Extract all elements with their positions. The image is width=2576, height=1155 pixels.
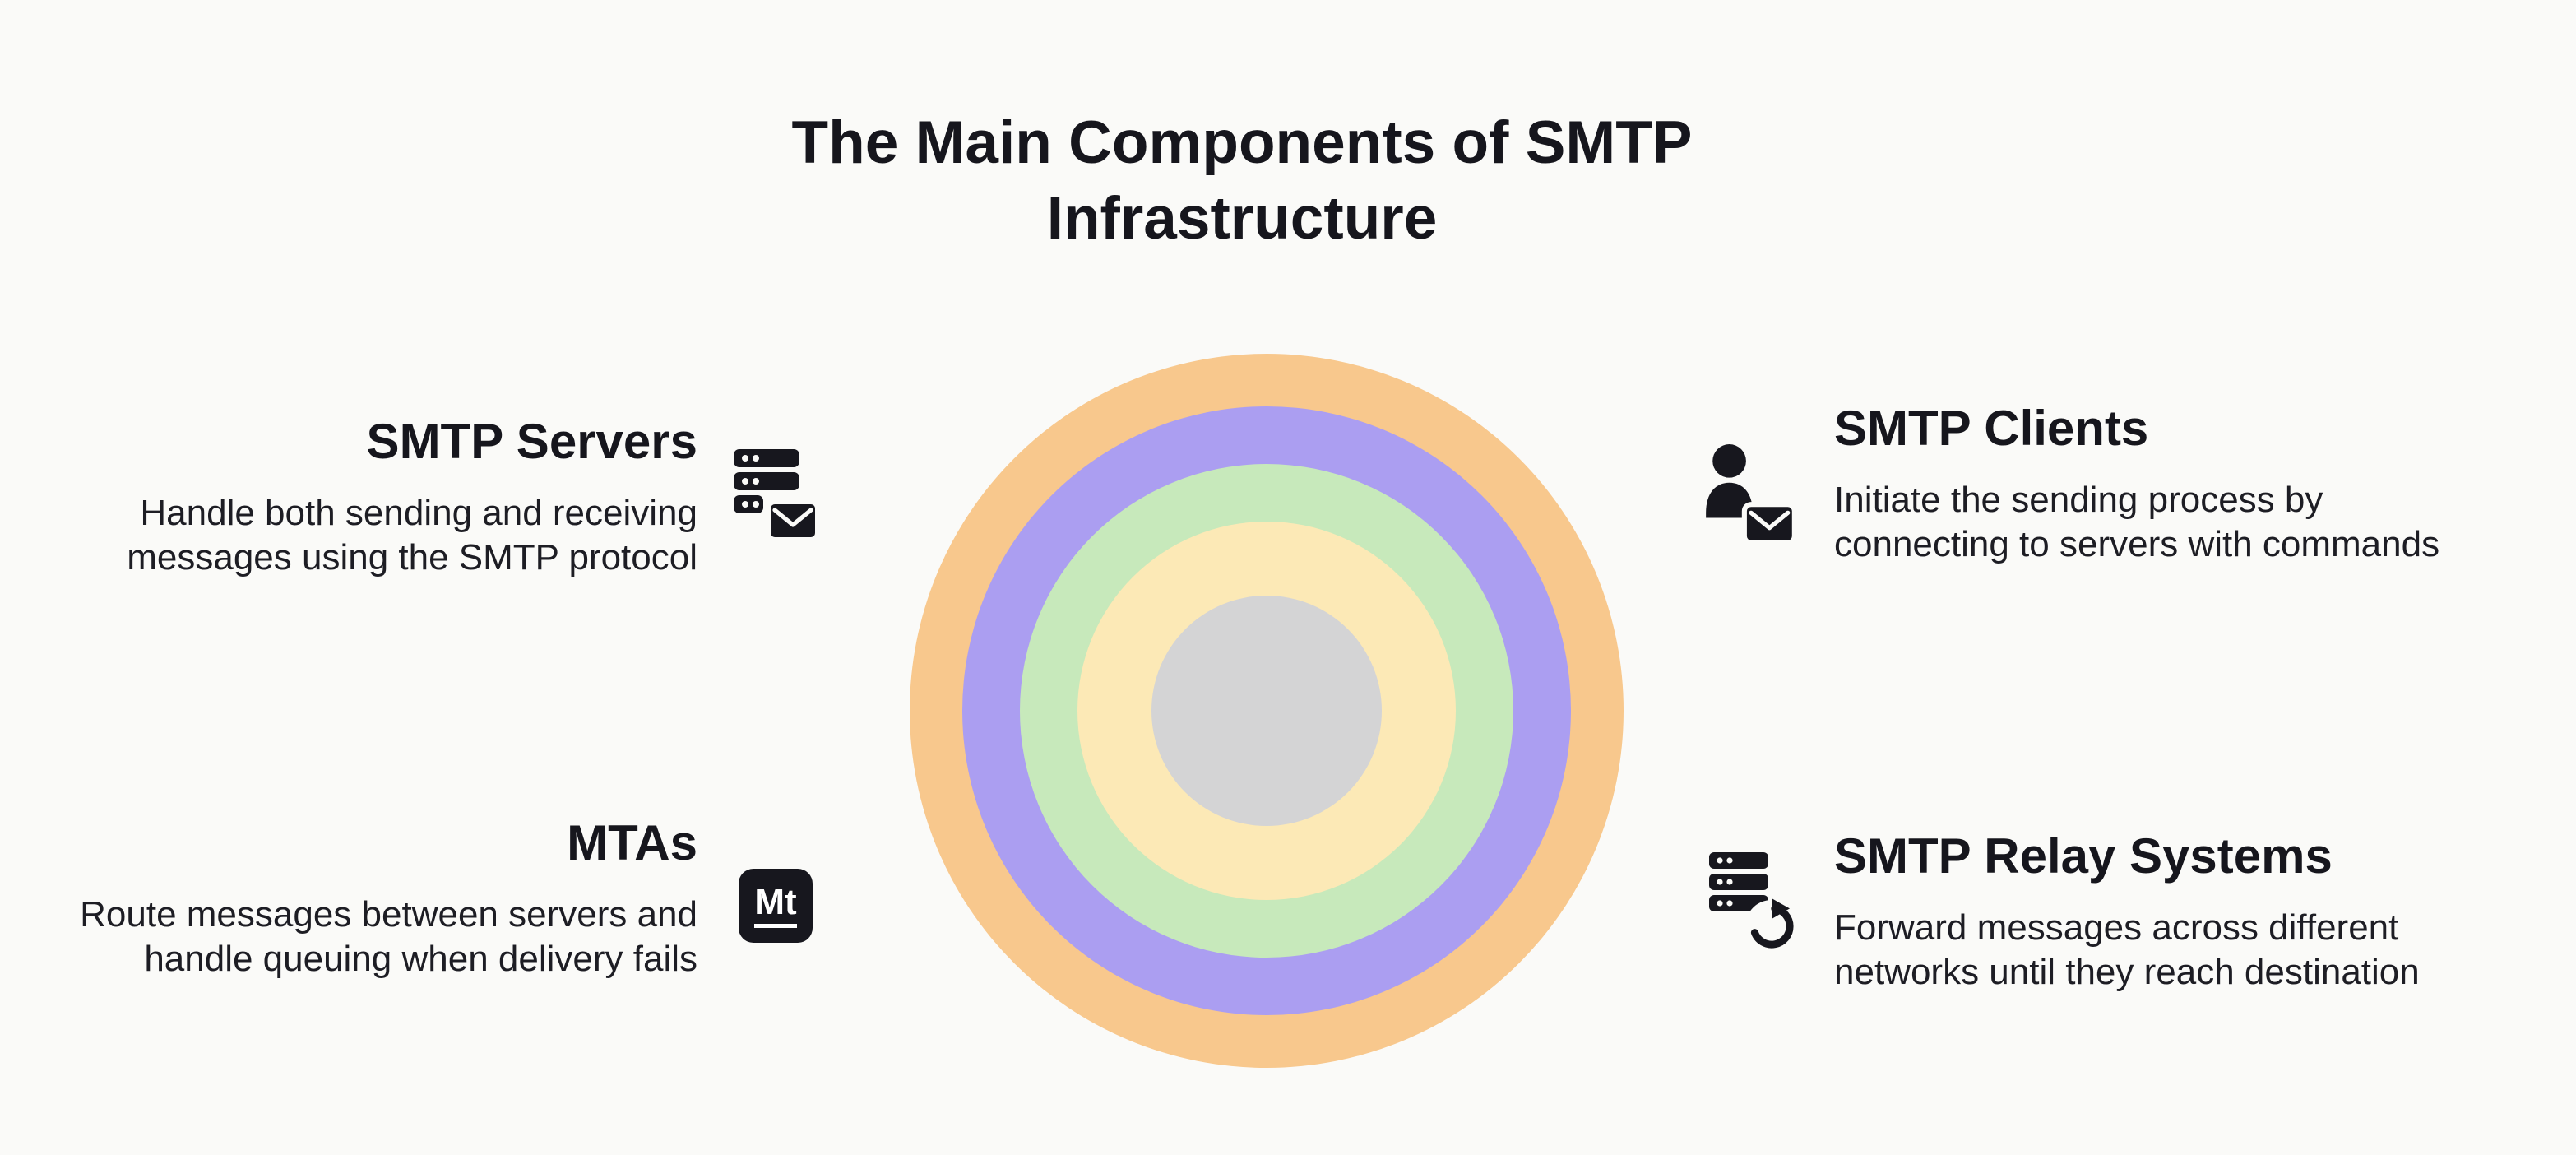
person-mail-icon [1704,443,1798,546]
smtp-clients-heading: SMTP Clients [1834,401,2149,456]
mt-logo-box: Mt [739,869,813,943]
server-mail-icon [734,446,819,545]
concentric-rings-diagram [910,354,1624,1068]
center-circle-gray [1151,596,1382,826]
smtp-relay-heading: SMTP Relay Systems [1834,828,2333,884]
item-smtp-servers: SMTP Servers Handle both sending and rec… [56,413,697,580]
mailtrap-mt-icon: Mt [739,869,813,943]
page-title: The Main Components of SMTP Infrastructu… [757,105,1727,257]
page-title-line-2: Infrastructure [1046,184,1438,252]
smtp-relay-description: Forward messages across different networ… [1834,907,2420,993]
server-refresh-icon [1709,852,1798,954]
page-title-line-1: The Main Components of SMTP [791,109,1693,176]
mt-logo-label: Mt [754,884,797,928]
mtas-description: Route messages between servers and handl… [80,894,697,980]
smtp-clients-description: Initiate the sending process by connecti… [1834,480,2440,565]
item-smtp-clients: SMTP Clients Initiate the sending proces… [1834,400,2492,567]
smtp-servers-description: Handle both sending and receiving messag… [127,493,697,578]
mtas-heading: MTAs [567,815,697,870]
smtp-servers-heading: SMTP Servers [366,414,697,469]
item-smtp-relay-systems: SMTP Relay Systems Forward messages acro… [1834,828,2525,995]
item-mtas: MTAs Route messages between servers and … [23,814,697,981]
